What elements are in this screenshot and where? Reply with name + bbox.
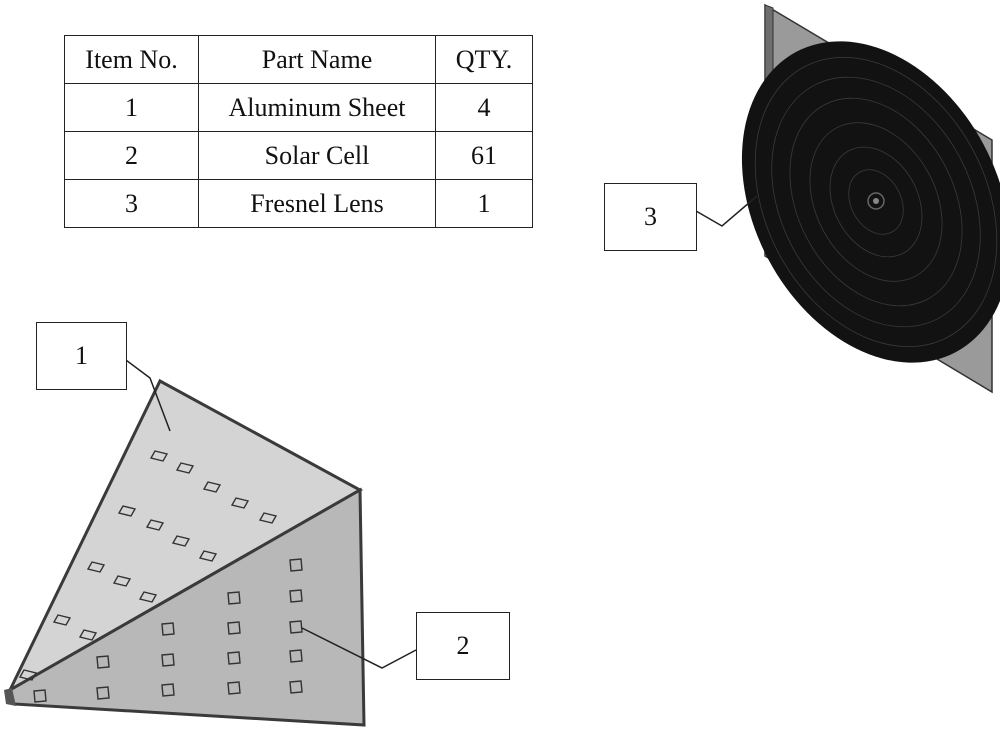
solar-cell [175,462,195,474]
table-row: 3 Fresnel Lens 1 [64,179,533,228]
pyramid-apex [4,688,16,706]
solar-cell [117,505,137,517]
pyramid-assembly [4,378,366,727]
solar-cell [258,512,278,524]
table-header-row: Item No. Part Name QTY. [64,35,533,84]
cell-qty: 61 [435,131,533,180]
fresnel-lens [741,41,1000,363]
cell-qty: 4 [435,83,533,132]
leader-line-2 [301,627,417,669]
solar-cell [289,680,303,694]
solar-cell [198,550,218,562]
callout-box-2: 2 [416,612,510,680]
solar-cell [96,655,110,669]
table-row: 1 Aluminum Sheet 4 [64,83,533,132]
solar-cell [33,689,47,703]
fresnel-rings [754,56,998,348]
solar-cell [289,649,303,663]
solar-cell [227,591,241,605]
table-row: 2 Solar Cell 61 [64,131,533,180]
solar-cell [78,629,98,641]
solar-cell [289,558,303,572]
cell-qty: 1 [435,179,533,228]
solar-cell [227,681,241,695]
solar-cell [145,519,165,531]
cell-part-name: Fresnel Lens [198,179,436,228]
leader-line-1 [125,359,171,432]
solar-cells-upper-sheet [18,450,278,681]
cell-item-no: 1 [64,83,199,132]
solar-cell [202,481,222,493]
solar-cell [227,651,241,665]
solar-cell [171,535,191,547]
lens-center [867,192,885,210]
solar-cell [52,614,72,626]
leader-line-3 [695,195,758,227]
solar-cell [112,575,132,587]
solar-cell [227,621,241,635]
solar-cell [86,561,106,573]
callout-box-3: 3 [604,183,697,251]
cell-part-name: Aluminum Sheet [198,83,436,132]
solar-cell [230,497,250,509]
solar-cell [96,686,110,700]
header-item-no: Item No. [64,35,199,84]
solar-cell [149,450,169,462]
cell-part-name: Solar Cell [198,131,436,180]
header-qty: QTY. [435,35,533,84]
solar-cell [161,683,175,697]
solar-cells-lower-sheet [33,558,303,703]
lens-center-dot [873,198,879,204]
parts-list-table: Item No. Part Name QTY. 1 Aluminum Sheet… [64,35,533,228]
header-part-name: Part Name [198,35,436,84]
solar-cell [18,669,38,681]
fresnel-lens-assembly [741,3,1000,394]
callout-box-1: 1 [36,322,127,390]
cell-item-no: 2 [64,131,199,180]
cell-item-no: 3 [64,179,199,228]
solar-cell [161,653,175,667]
solar-cell [289,620,303,634]
solar-cell [138,591,158,603]
solar-cell [289,589,303,603]
solar-cell [161,622,175,636]
